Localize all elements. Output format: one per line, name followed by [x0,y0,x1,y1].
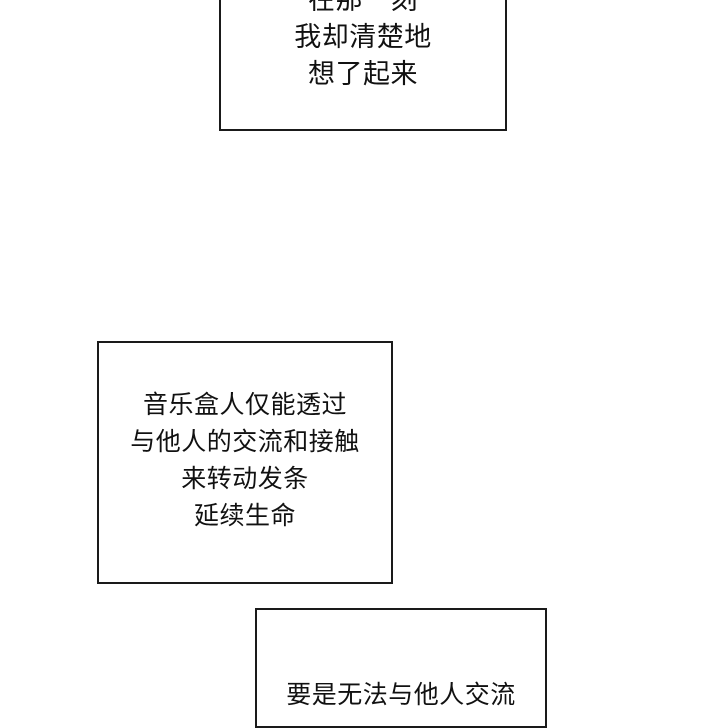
caption-box-middle: 音乐盒人仅能透过 与他人的交流和接触 来转动发条 延续生命 [97,341,393,584]
caption-line: 音乐盒人仅能透过 [142,389,347,419]
caption-box-bottom: 要是无法与他人交流 [255,608,547,728]
caption-line: 延续生命 [193,500,296,530]
caption-box-top: 在那一刻 我却清楚地 想了起来 [219,0,507,131]
caption-line: 与他人的交流和接触 [130,426,360,456]
caption-line: 来转动发条 [181,463,309,493]
caption-line: 在那一刻 [308,0,418,16]
caption-line: 想了起来 [308,59,418,90]
caption-line: 我却清楚地 [294,22,432,53]
caption-line: 要是无法与他人交流 [286,680,516,709]
